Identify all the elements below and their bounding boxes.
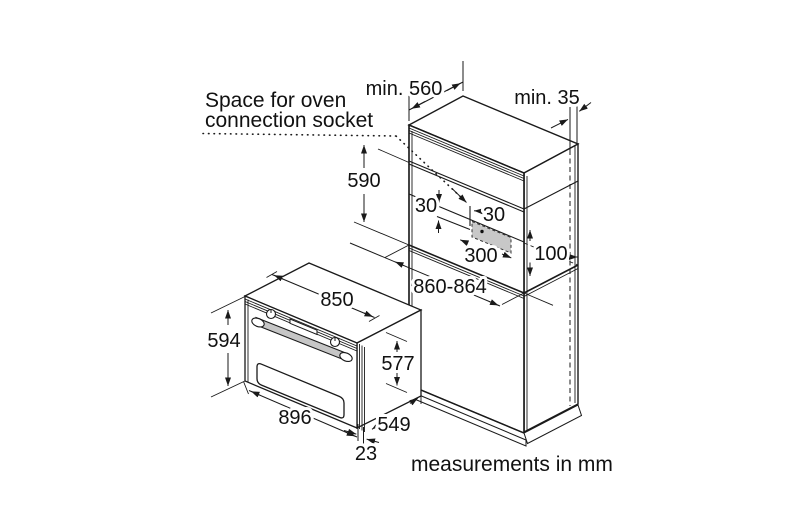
oven-unit: [243, 262, 423, 432]
dim-socket-width-300: 300: [459, 239, 512, 270]
dim-offset-bottom-label: 100: [534, 243, 567, 265]
units-note: measurements in mm: [411, 453, 613, 476]
dim-niche-extensions: [384, 244, 525, 305]
dim-590-extensions: [353, 148, 410, 246]
dim-oven-top-width: 850: [266, 271, 380, 322]
socket-note-line2: connection socket: [205, 109, 373, 132]
dim-577-ticks: [385, 332, 408, 393]
dim-oven-depth: 549: [371, 390, 422, 439]
dim-oven-door-thickness: 23: [343, 424, 380, 468]
dim-offset-side-label: 30: [483, 204, 505, 226]
dim-100-extension: [523, 292, 554, 306]
tall-cabinet: [407, 95, 583, 447]
dim-niche-width: 860-864: [349, 242, 525, 307]
dim-cabinet-depth-label: min. 560: [366, 78, 443, 100]
dim-896-tick: [243, 381, 249, 395]
leader-arrow: [451, 188, 467, 203]
dim-850-ticks: [266, 271, 380, 322]
oven-handle-cap-left: [251, 317, 265, 328]
socket-note: Space for oven connection socket: [202, 89, 467, 203]
oven-handle-cap-right: [339, 351, 353, 363]
dim-oven-body-height-label: 577: [381, 353, 414, 375]
dim-850-line: [271, 274, 375, 318]
socket-point: [480, 229, 484, 234]
dim-oven-depth-label: 549: [377, 414, 410, 436]
socket-note-line1: Space for oven: [205, 89, 346, 112]
dim-896-line: [248, 390, 358, 438]
oven-door-window: [256, 363, 345, 419]
oven-edge-details: [244, 298, 365, 432]
dim-23-ticks: [357, 424, 364, 444]
oven-display: [289, 318, 318, 336]
dim-oven-front-width: 896: [243, 381, 358, 438]
dim-socket-height-590: 590: [344, 145, 410, 246]
dim-oven-front-height: 594: [204, 296, 246, 398]
dim-oven-top-width-label: 850: [320, 289, 353, 311]
dim-oven-body-height: 577: [378, 332, 418, 393]
dim-socket-width-label: 300: [464, 245, 497, 267]
dim-594-extensions: [210, 296, 246, 398]
niche-shelf-thickness: [408, 247, 579, 299]
dim-socket-offset-bottom-100: 100: [523, 230, 578, 306]
dim-niche-width-label: 860-864: [413, 276, 486, 298]
dim-oven-front-height-label: 594: [207, 330, 240, 352]
niche-shelf: [408, 244, 579, 294]
cabinet-edges: [408, 124, 525, 434]
dim-offset-top-label: 30: [415, 195, 437, 217]
rear-spacer-refs: [569, 106, 578, 150]
dim-cabinet-depth: min. 560: [363, 61, 464, 121]
dim-rear-gap: min. 35: [511, 84, 592, 129]
dim-depth-ticks: [408, 61, 464, 121]
cabinet-edge-details: [408, 127, 576, 434]
dim-socket-offset-top-30: 30: [412, 190, 442, 233]
dim-oven-front-width-label: 896: [278, 407, 311, 429]
dim-rear-gap-label: min. 35: [514, 87, 580, 109]
niche-depth-dashed: [523, 242, 579, 266]
dim-socket-height-label: 590: [347, 170, 380, 192]
dim-oven-door-thickness-label: 23: [355, 443, 377, 465]
cabinet-plinth-side: [523, 404, 583, 445]
niche-frame: [408, 160, 579, 243]
dim-socket-offset-side-30: 30: [473, 201, 508, 229]
dim-niche-line: [349, 242, 501, 307]
